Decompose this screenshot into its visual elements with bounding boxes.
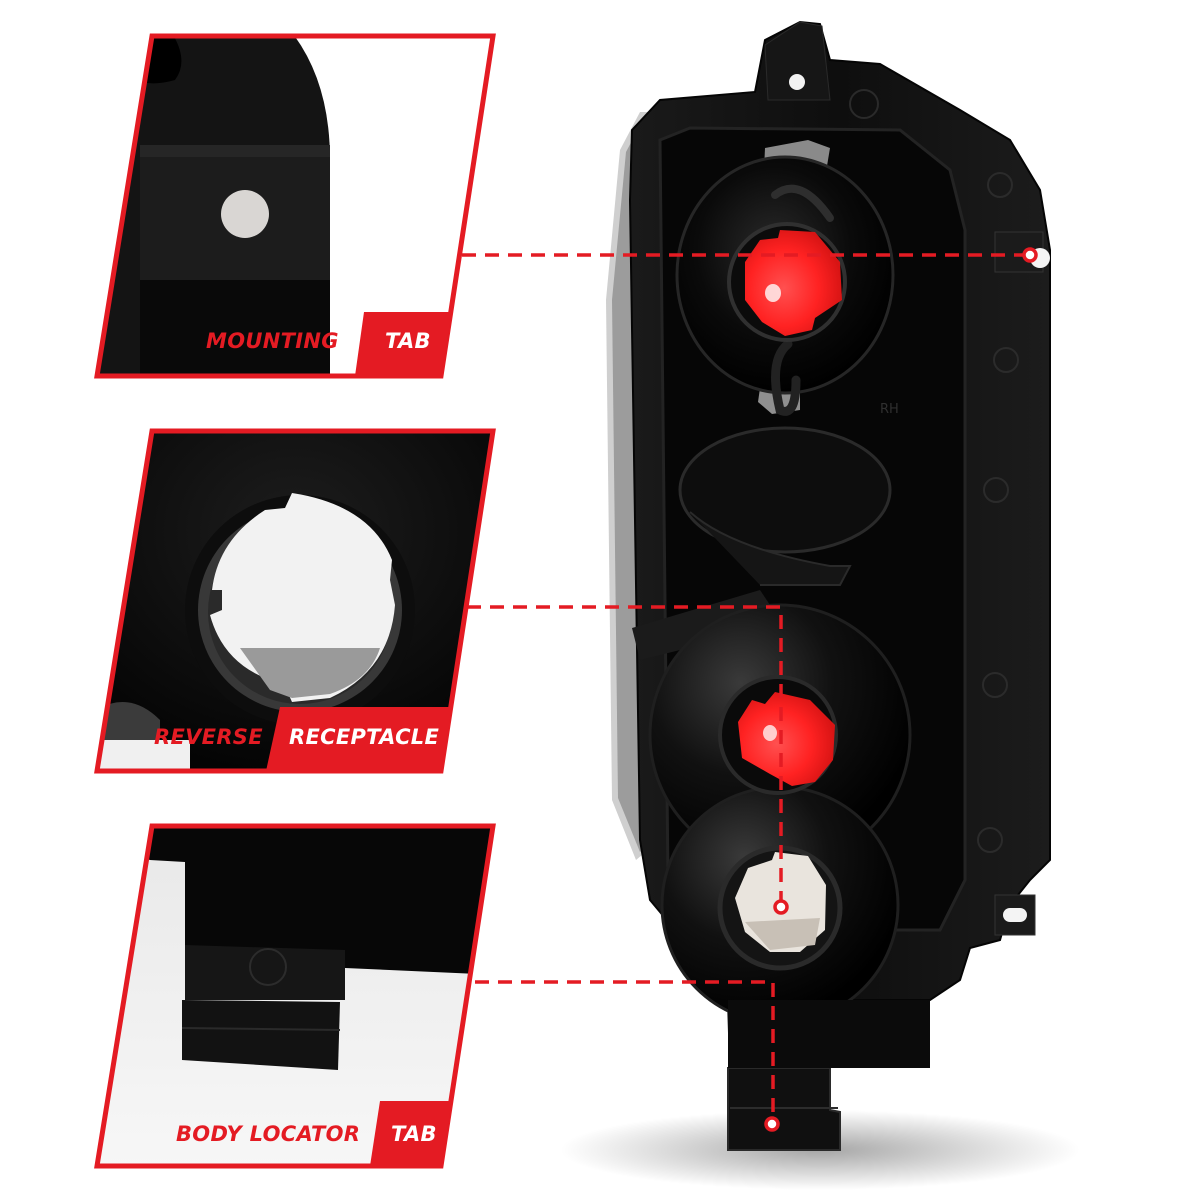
callout-label-mounting: MOUNTING [206, 329, 339, 353]
callout-label-body-locator: BODY LOCATOR [176, 1122, 361, 1146]
callout-label-receptacle: RECEPTACLE [289, 725, 440, 749]
callout-line-body-locator-tab [475, 980, 780, 1132]
callout-line-mounting-tab [462, 247, 1038, 263]
label-red-block-receptacle [266, 707, 452, 771]
tail-light-housing: RH [560, 20, 1080, 1190]
molded-rh-text: RH [880, 402, 899, 417]
callout-endpoint-marker [773, 899, 789, 915]
inset-panel-reverse-receptacle [94, 428, 496, 774]
middle-red-socket-cap [738, 692, 835, 786]
callout-label-tab: TAB [385, 329, 431, 353]
inset-panel-body-locator-tab [94, 823, 496, 1169]
callout-endpoint-marker [1022, 247, 1038, 263]
callout-endpoint-marker [764, 1116, 780, 1132]
callout-label-reverse: REVERSE [154, 725, 263, 749]
inset-panel-mounting-tab [94, 33, 496, 379]
callout-label-tab: TAB [391, 1122, 437, 1146]
label-red-block-mounting [355, 312, 452, 376]
label-red-block-locator [370, 1101, 452, 1166]
callout-line-reverse-receptacle [467, 605, 789, 915]
